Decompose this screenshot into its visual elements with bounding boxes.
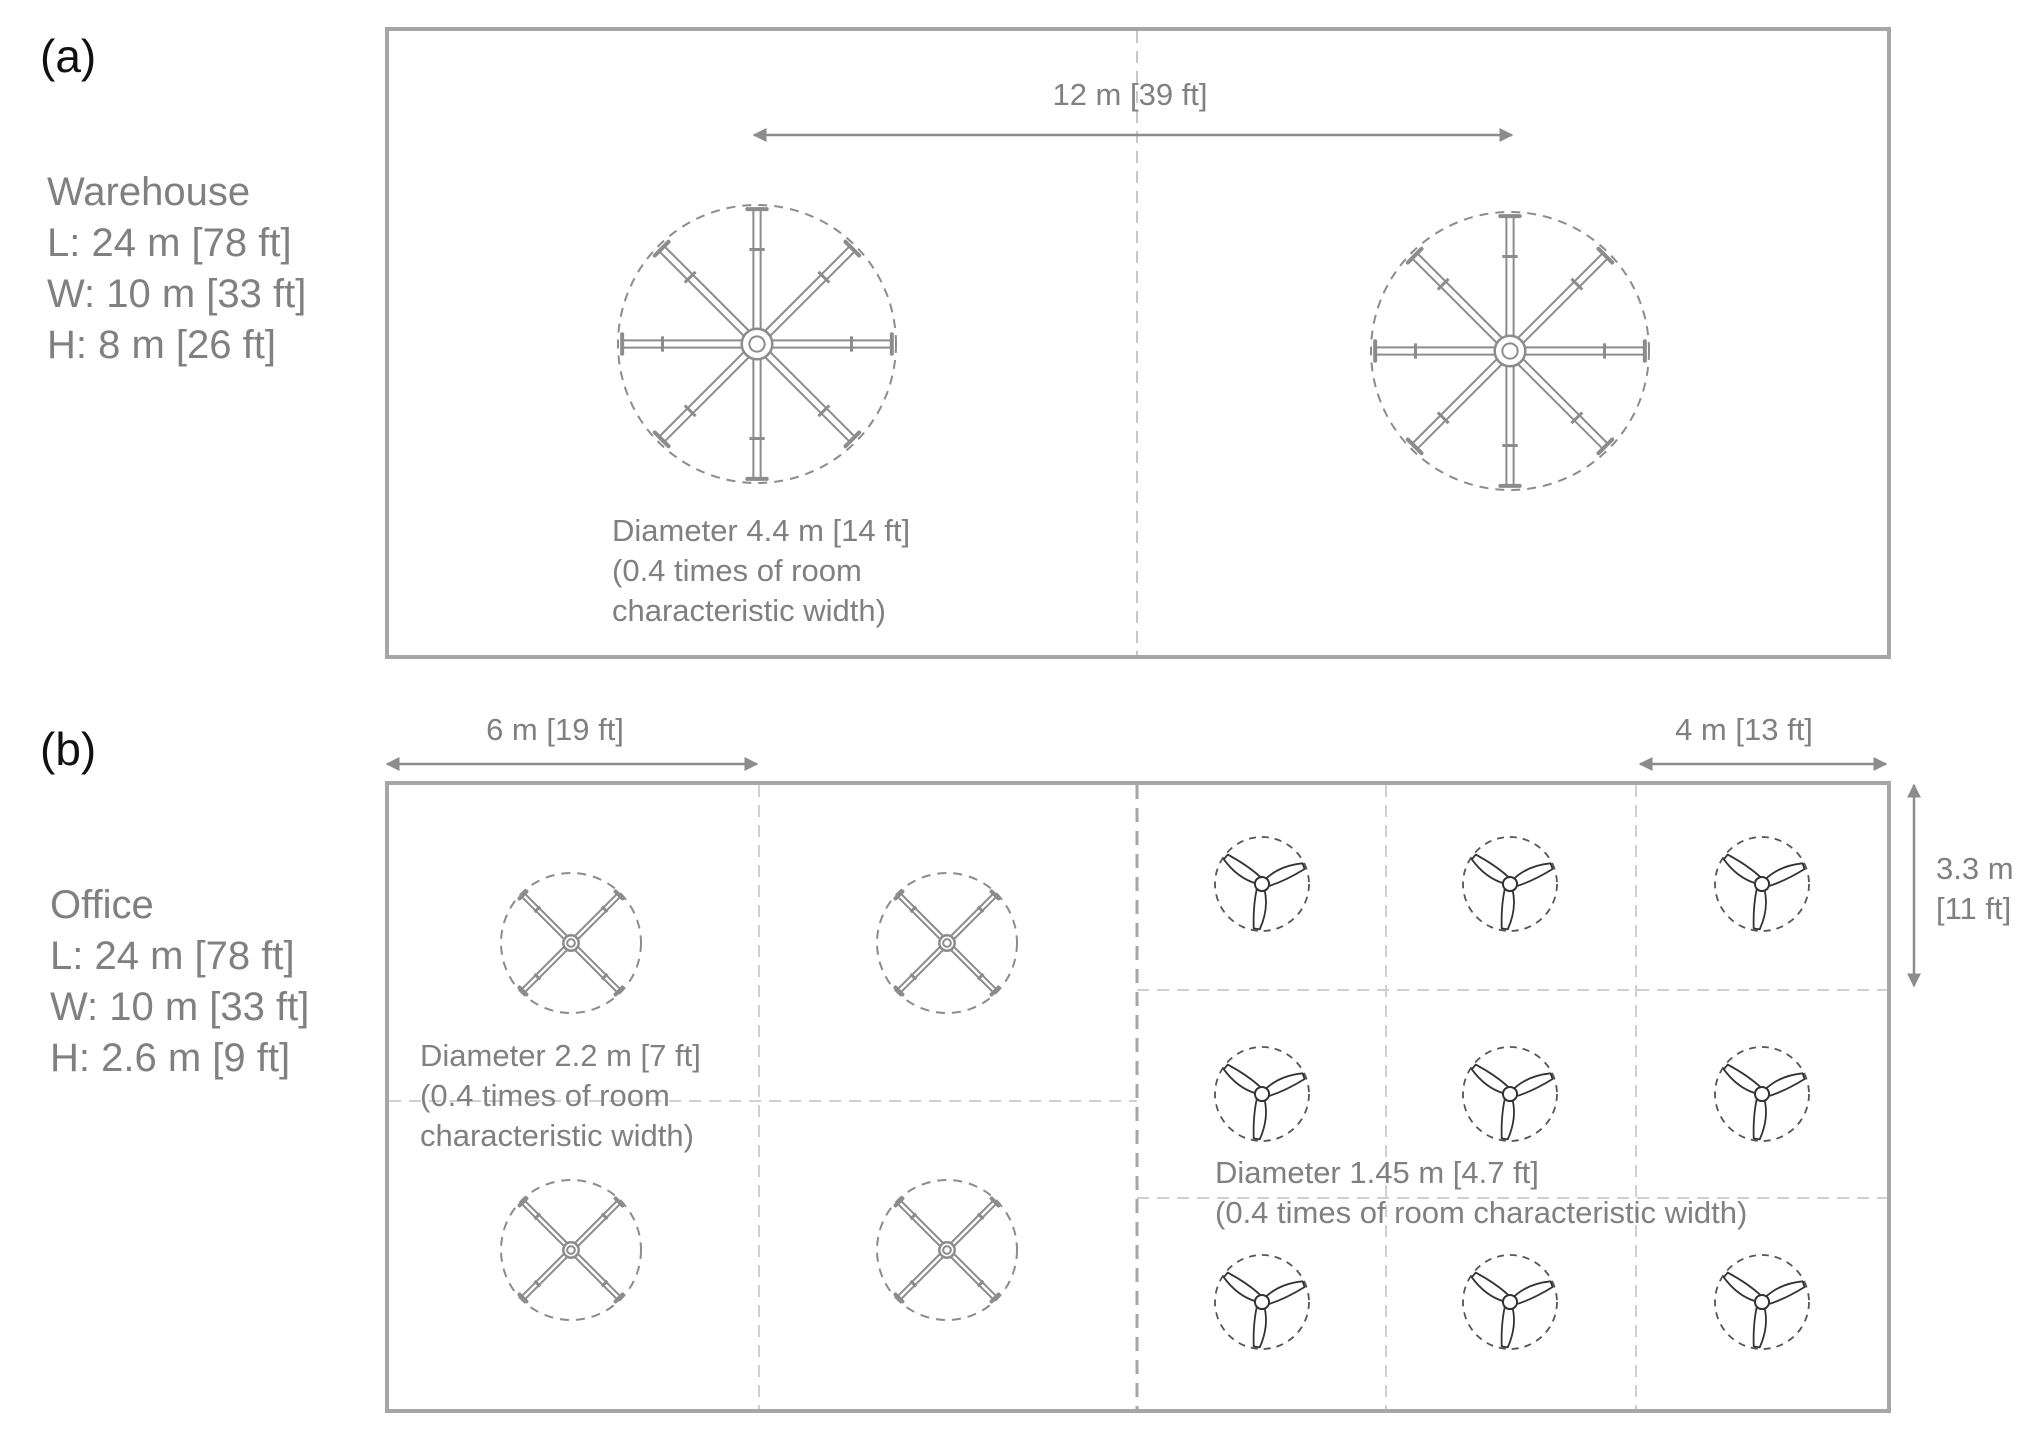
office-four-blade-note-1: (0.4 times of room bbox=[420, 1078, 670, 1113]
office-right-spacing-dimension: 4 m [13 ft] bbox=[1638, 712, 1888, 771]
warehouse-fan-note-1: (0.4 times of room bbox=[612, 553, 862, 588]
office-four-blade-fans bbox=[500, 872, 1018, 1321]
office-four-blade-note-2: characteristic width) bbox=[420, 1118, 694, 1153]
office-vertical-spacing-label-1: 3.3 m bbox=[1936, 851, 2014, 886]
office-height: H: 2.6 m [9 ft] bbox=[50, 1036, 290, 1080]
three-blade-fan-icon bbox=[1714, 1046, 1810, 1142]
warehouse-fans bbox=[617, 204, 1650, 491]
office-right-spacing-label: 4 m [13 ft] bbox=[1675, 712, 1813, 747]
four-blade-fan-icon bbox=[876, 1179, 1018, 1321]
office-width: W: 10 m [33 ft] bbox=[50, 985, 309, 1029]
three-blade-fan-icon bbox=[1214, 1046, 1310, 1142]
warehouse-spacing-dimension: 12 m [39 ft] bbox=[752, 77, 1514, 142]
office-three-blade-note: (0.4 times of room characteristic width) bbox=[1215, 1195, 1747, 1230]
four-blade-fan-icon bbox=[876, 872, 1018, 1014]
office-three-blade-fans bbox=[1214, 836, 1810, 1350]
panel-b: (b) Office L: 24 m [78 ft] W: 10 m [33 f… bbox=[40, 712, 2014, 1413]
office-four-blade-annotation: Diameter 2.2 m [7 ft] (0.4 times of room… bbox=[420, 1038, 701, 1153]
three-blade-fan-icon bbox=[1214, 1254, 1310, 1350]
panel-a: (a) Warehouse L: 24 m [78 ft] W: 10 m [3… bbox=[40, 27, 1891, 659]
warehouse-fan-annotation: Diameter 4.4 m [14 ft] (0.4 times of roo… bbox=[612, 513, 910, 628]
office-left-spacing-label: 6 m [19 ft] bbox=[486, 712, 624, 747]
office-grid-lines bbox=[389, 785, 1887, 1409]
warehouse-length: L: 24 m [78 ft] bbox=[47, 221, 292, 265]
panel-a-label: (a) bbox=[40, 30, 96, 82]
eight-blade-fan-icon bbox=[1370, 211, 1650, 491]
four-blade-fan-icon bbox=[500, 1179, 642, 1321]
warehouse-room-outline bbox=[385, 27, 1891, 659]
warehouse-room-name: Warehouse bbox=[47, 170, 250, 214]
office-room-outline bbox=[385, 781, 1891, 1413]
warehouse-height: H: 8 m [26 ft] bbox=[47, 323, 276, 367]
office-vertical-spacing-label-2: [11 ft] bbox=[1936, 891, 2011, 926]
office-vertical-spacing-dimension: 3.3 m [11 ft] bbox=[1907, 783, 2014, 988]
three-blade-fan-icon bbox=[1714, 836, 1810, 932]
eight-blade-fan-icon bbox=[617, 204, 897, 484]
panel-b-label: (b) bbox=[40, 723, 96, 775]
three-blade-fan-icon bbox=[1214, 836, 1310, 932]
warehouse-dimensions: Warehouse L: 24 m [78 ft] W: 10 m [33 ft… bbox=[47, 170, 306, 367]
three-blade-fan-icon bbox=[1714, 1254, 1810, 1350]
office-three-blade-diameter: Diameter 1.45 m [4.7 ft] bbox=[1215, 1155, 1539, 1190]
warehouse-fan-diameter: Diameter 4.4 m [14 ft] bbox=[612, 513, 910, 548]
three-blade-fan-icon bbox=[1462, 1254, 1558, 1350]
warehouse-width: W: 10 m [33 ft] bbox=[47, 272, 306, 316]
three-blade-fan-icon bbox=[1462, 1046, 1558, 1142]
office-room-name: Office bbox=[50, 883, 154, 927]
four-blade-fan-icon bbox=[500, 872, 642, 1014]
office-dimensions: Office L: 24 m [78 ft] W: 10 m [33 ft] H… bbox=[50, 883, 309, 1080]
office-three-blade-annotation: Diameter 1.45 m [4.7 ft] (0.4 times of r… bbox=[1215, 1155, 1747, 1230]
warehouse-spacing-label: 12 m [39 ft] bbox=[1052, 77, 1207, 112]
office-four-blade-diameter: Diameter 2.2 m [7 ft] bbox=[420, 1038, 701, 1073]
office-length: L: 24 m [78 ft] bbox=[50, 934, 295, 978]
warehouse-fan-note-2: characteristic width) bbox=[612, 593, 886, 628]
three-blade-fan-icon bbox=[1462, 836, 1558, 932]
office-left-spacing-dimension: 6 m [19 ft] bbox=[385, 712, 759, 771]
